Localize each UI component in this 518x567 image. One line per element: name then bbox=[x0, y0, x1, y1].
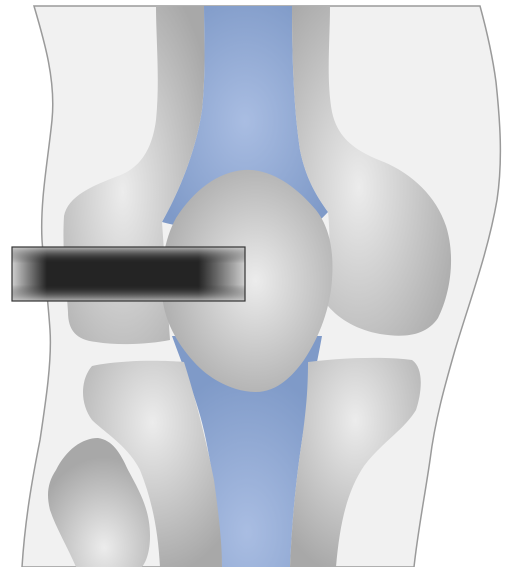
instrument-probe bbox=[12, 247, 245, 301]
instrument-shading bbox=[12, 247, 245, 301]
